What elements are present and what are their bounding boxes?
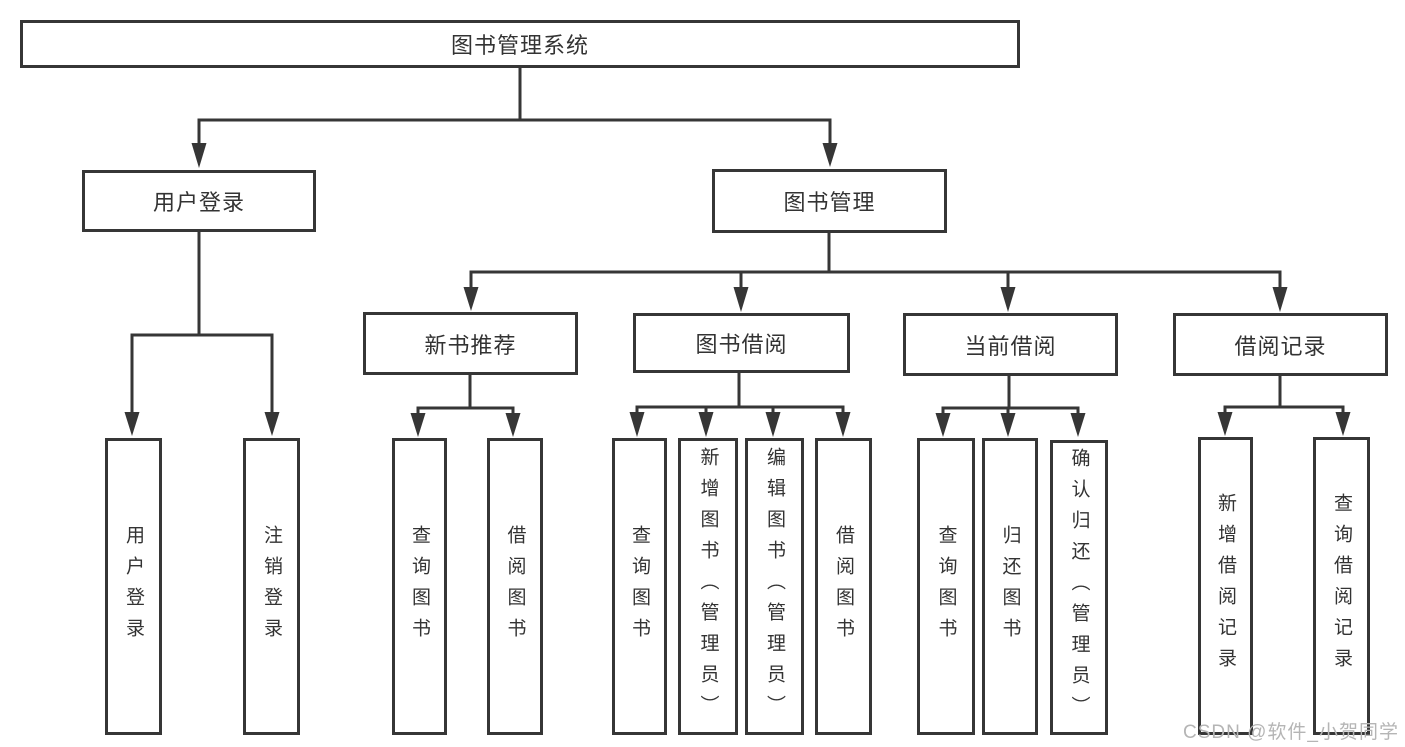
node-label: 借阅图书: [504, 524, 526, 649]
node-label: 图书借阅: [695, 332, 788, 357]
node-label: 新增借阅记录: [1215, 493, 1236, 679]
node-label: 确认归还（管理员）: [1068, 448, 1090, 727]
leaf-query-books-recommend: 查询图书: [392, 438, 447, 735]
arrowhead-icon: [935, 413, 951, 437]
node-label: 归还图书: [999, 524, 1021, 649]
connector-borrow-records-children: [1223, 376, 1345, 413]
arrowhead-icon: [733, 287, 749, 312]
node-label: 查询借阅记录: [1331, 493, 1352, 679]
node-new-book-recommend: 新书推荐: [363, 312, 578, 375]
connector-new-book-children: [416, 375, 515, 414]
leaf-query-books-current: 查询图书: [917, 438, 975, 735]
node-label: 新书推荐: [424, 332, 517, 358]
arrowhead-icon: [629, 412, 645, 437]
leaf-borrow-books: 借阅图书: [815, 438, 872, 735]
arrowhead-icon: [765, 412, 781, 437]
arrowhead-icon: [1000, 287, 1016, 312]
arrowhead-icon: [124, 412, 140, 436]
node-label: 查询图书: [629, 524, 650, 649]
arrowhead-icon: [1272, 287, 1288, 312]
node-label: 借阅记录: [1234, 333, 1327, 359]
node-label: 用户登录: [123, 524, 144, 649]
node-user-login: 用户登录: [82, 170, 316, 232]
arrowhead-icon: [410, 413, 426, 437]
leaf-query-borrow-records: 查询借阅记录: [1313, 437, 1370, 735]
arrowhead-icon: [264, 412, 280, 436]
leaf-add-books-admin: 新增图书（管理员）: [678, 438, 738, 735]
arrowhead-icon: [835, 412, 851, 437]
arrowhead-icon: [191, 143, 207, 168]
leaf-logout: 注销登录: [243, 438, 300, 735]
watermark-text: CSDN @软件_小贺同学: [1183, 722, 1399, 743]
node-borrow-records: 借阅记录: [1173, 313, 1388, 376]
arrowhead-icon: [1335, 412, 1351, 436]
arrowhead-icon: [505, 413, 521, 437]
node-label: 图书管理: [783, 190, 876, 215]
node-label: 图书管理系统: [450, 33, 589, 58]
arrowhead-icon: [1000, 413, 1016, 437]
arrowhead-icon: [698, 412, 714, 437]
arrowhead-icon: [1217, 412, 1233, 436]
arrowhead-icon: [822, 143, 838, 167]
leaf-edit-books-admin: 编辑图书（管理员）: [745, 438, 804, 735]
arrowhead-icon: [463, 287, 479, 311]
connector-user-login-children: [130, 232, 274, 413]
connector-book-mgmt-children: [469, 233, 1282, 288]
arrowhead-icon: [1070, 413, 1086, 437]
leaf-query-books-borrow: 查询图书: [612, 438, 667, 735]
leaf-add-borrow-record: 新增借阅记录: [1198, 437, 1253, 735]
node-label: 当前借阅: [964, 333, 1057, 359]
node-label: 查询图书: [409, 524, 430, 649]
node-label: 查询图书: [935, 524, 957, 649]
node-book-management: 图书管理: [712, 169, 947, 233]
node-label: 编辑图书（管理员）: [764, 447, 785, 726]
leaf-borrow-books-recommend: 借阅图书: [487, 438, 543, 735]
leaf-return-books: 归还图书: [982, 438, 1038, 735]
node-book-borrow: 图书借阅: [633, 313, 850, 373]
node-label: 新增图书（管理员）: [697, 447, 719, 726]
node-label: 借阅图书: [833, 524, 854, 649]
connector-book-borrow-children: [635, 373, 845, 413]
leaf-confirm-return-admin: 确认归还（管理员）: [1050, 440, 1108, 735]
node-library-management-system: 图书管理系统: [20, 20, 1020, 68]
connector-current-borrow-children: [941, 376, 1080, 414]
node-label: 注销登录: [261, 524, 282, 649]
connector-root-to-level2: [197, 68, 832, 144]
node-current-borrow: 当前借阅: [903, 313, 1118, 376]
node-label: 用户登录: [152, 190, 245, 215]
leaf-user-login: 用户登录: [105, 438, 162, 735]
